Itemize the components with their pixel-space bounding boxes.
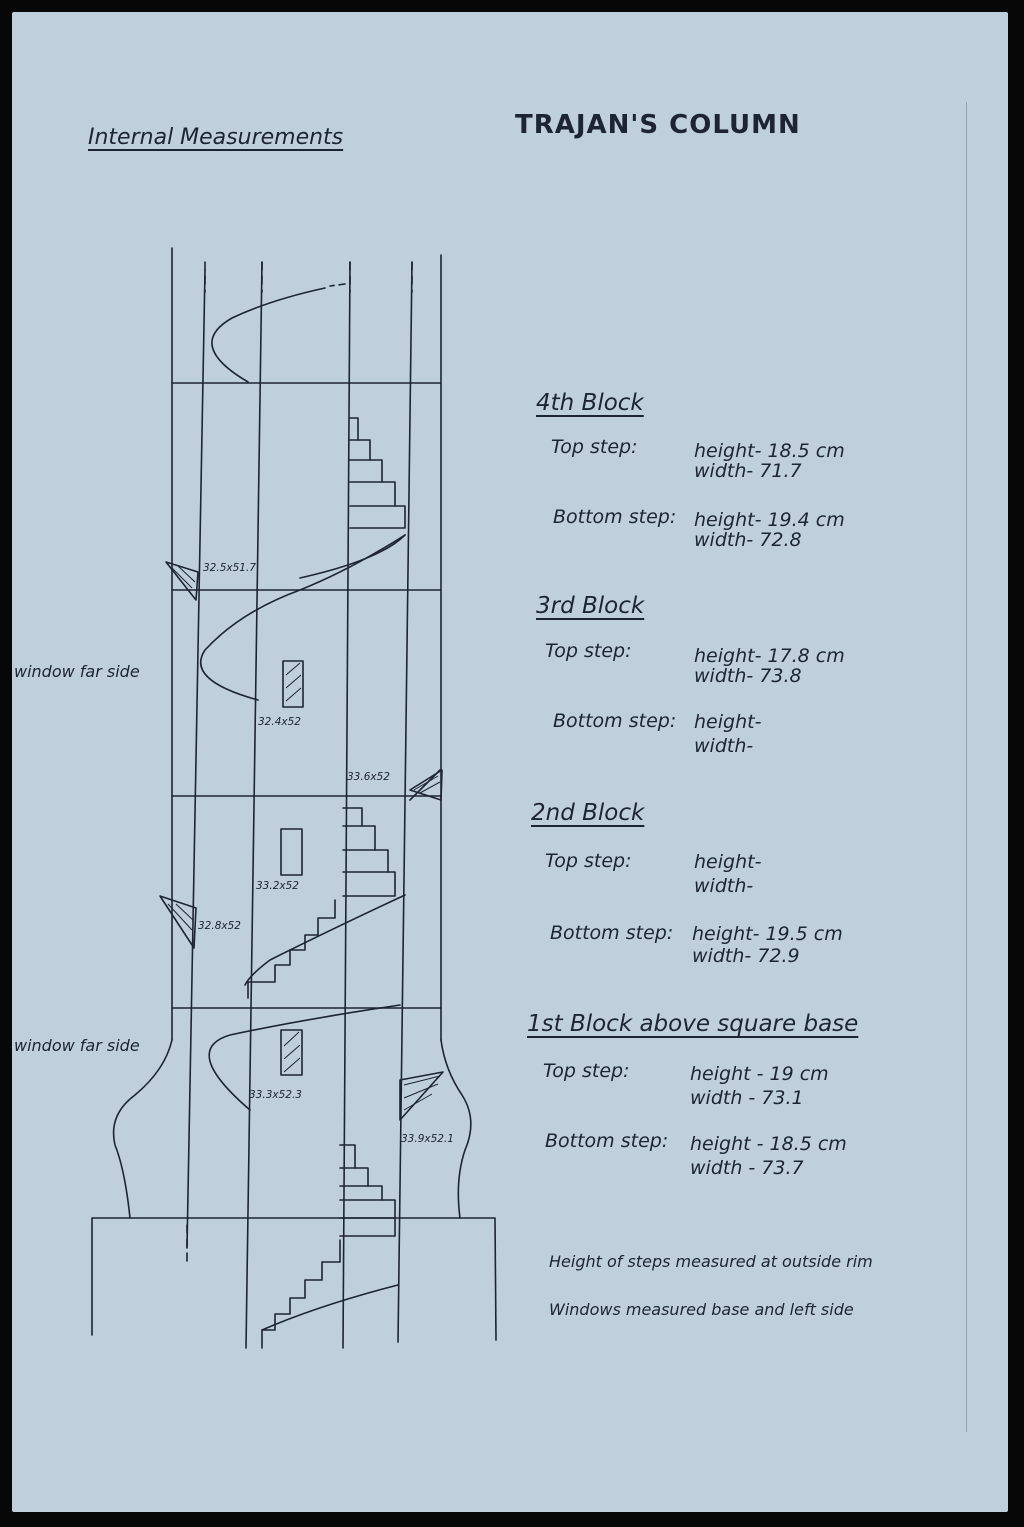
window-dim-label: 33.6x52 bbox=[347, 771, 390, 783]
window-wedge-1st-right bbox=[399, 1071, 444, 1121]
top-step-label: Top step: bbox=[545, 640, 632, 662]
top-step-label: Top step: bbox=[551, 436, 638, 458]
sheet-edge-line bbox=[966, 102, 967, 1432]
bottom-step-label: Bottom step: bbox=[550, 922, 674, 944]
stairs-4th-block bbox=[349, 417, 406, 529]
side-label-window-far-side: window far side bbox=[14, 1036, 140, 1055]
window-wedge-3rd-right bbox=[409, 769, 443, 801]
top-step-label: Top step: bbox=[543, 1060, 630, 1082]
top-step-height: height - 19 cm bbox=[690, 1063, 829, 1085]
spiral-curve-top bbox=[211, 287, 326, 383]
stairs-base bbox=[261, 1239, 341, 1349]
inner-line-3 bbox=[342, 261, 351, 1349]
bottom-step-label: Bottom step: bbox=[553, 506, 677, 528]
window-wedge-2nd-left bbox=[159, 895, 197, 949]
top-step-width: width- 73.8 bbox=[694, 665, 802, 687]
drawing-sheet bbox=[12, 12, 1008, 1512]
bottom-step-height: height- 19.5 cm bbox=[692, 923, 843, 945]
window-dim-label: 33.3x52.3 bbox=[249, 1089, 302, 1101]
window-dim-label: 32.8x52 bbox=[198, 920, 241, 932]
stairs-2nd-block-upper bbox=[342, 807, 396, 897]
spiral-curve-3 bbox=[199, 534, 406, 701]
bottom-step-height: height - 18.5 cm bbox=[690, 1133, 847, 1155]
top-step-height: height- bbox=[694, 851, 762, 873]
stairs-2nd-block-lower bbox=[247, 899, 336, 999]
top-step-label: Top step: bbox=[545, 850, 632, 872]
block-heading-4th: 4th Block bbox=[536, 390, 644, 416]
window-3rd-block bbox=[282, 660, 304, 708]
block-heading-1st: 1st Block above square base bbox=[527, 1011, 859, 1037]
base-bulge-left bbox=[112, 1039, 173, 1219]
spiral-curve-2 bbox=[299, 534, 406, 579]
bottom-step-width: width - 73.7 bbox=[690, 1157, 804, 1179]
block-heading-2nd: 2nd Block bbox=[531, 800, 645, 826]
inner-line-4 bbox=[397, 261, 413, 1343]
bottom-step-height: height- 19.4 cm bbox=[694, 509, 845, 531]
spiral-curve-6 bbox=[208, 1004, 401, 1111]
square-base bbox=[91, 1217, 497, 1341]
stairs-1st-block bbox=[339, 1144, 396, 1237]
window-2nd-block bbox=[280, 828, 303, 876]
top-step-width: width- 71.7 bbox=[694, 460, 802, 482]
spiral-curve-7 bbox=[261, 1284, 399, 1331]
window-wedge-4th-left bbox=[165, 561, 199, 601]
note-step-height: Height of steps measured at outside rim bbox=[549, 1252, 873, 1271]
trajans-column-title: TRAJAN'S COLUMN bbox=[515, 110, 801, 140]
block-heading-3rd: 3rd Block bbox=[536, 593, 645, 619]
top-step-height: height- 17.8 cm bbox=[694, 645, 845, 667]
hatching bbox=[167, 565, 441, 1111]
bottom-step-width: width- bbox=[694, 735, 754, 757]
base-bulge-right bbox=[440, 1039, 472, 1219]
bottom-step-width: width- 72.8 bbox=[694, 529, 802, 551]
top-step-height: height- 18.5 cm bbox=[694, 440, 845, 462]
top-step-width: width- bbox=[694, 875, 754, 897]
side-label-window-far-side: window far side bbox=[14, 662, 140, 681]
bottom-step-width: width- 72.9 bbox=[692, 945, 800, 967]
inner-line-1 bbox=[186, 269, 206, 1249]
window-dim-label: 33.2x52 bbox=[256, 880, 299, 892]
bottom-step-label: Bottom step: bbox=[545, 1130, 669, 1152]
window-dim-label: 32.5x51.7 bbox=[203, 562, 256, 574]
spiral-curve-5 bbox=[244, 894, 406, 986]
window-1st-block bbox=[280, 1029, 303, 1076]
bottom-step-height: height- bbox=[694, 711, 762, 733]
note-windows-measured: Windows measured base and left side bbox=[549, 1300, 854, 1319]
top-step-width: width - 73.1 bbox=[690, 1087, 804, 1109]
inner-line-2 bbox=[245, 261, 263, 1349]
internal-measurements-title: Internal Measurements bbox=[88, 125, 344, 150]
window-dim-label: 33.9x52.1 bbox=[401, 1133, 454, 1145]
bottom-step-label: Bottom step: bbox=[553, 710, 677, 732]
window-dim-label: 32.4x52 bbox=[258, 716, 301, 728]
